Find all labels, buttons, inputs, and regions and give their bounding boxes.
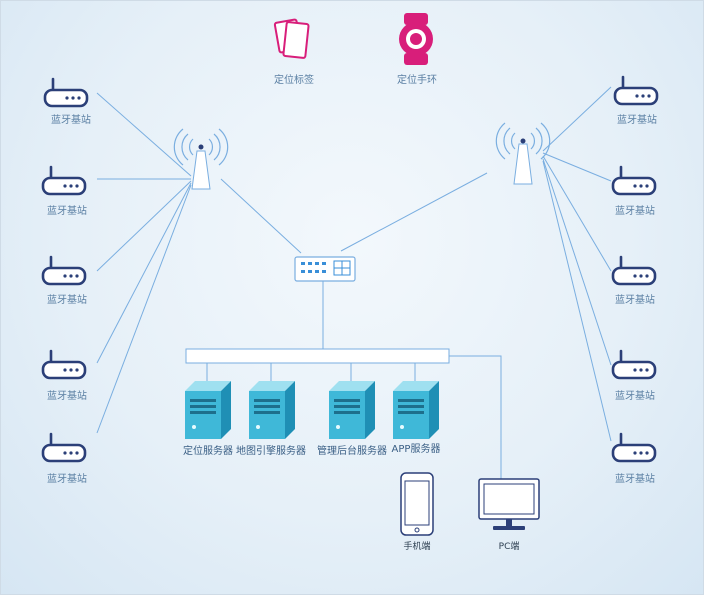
server-icon-map-engine bbox=[249, 381, 295, 439]
base-station-icon-left-4 bbox=[41, 349, 87, 380]
antenna-left-icon bbox=[173, 128, 229, 190]
link-left-1 bbox=[96, 92, 192, 177]
link-right-1 bbox=[542, 86, 612, 152]
base-station-label-left-1: 蓝牙基站 bbox=[51, 115, 91, 126]
base-station-label-left-3: 蓝牙基站 bbox=[47, 295, 87, 306]
pc-monitor-icon bbox=[478, 478, 540, 530]
base-station-label-right-3: 蓝牙基站 bbox=[615, 295, 655, 306]
base-station-icon-right-3 bbox=[611, 255, 657, 286]
link-right-3 bbox=[542, 155, 612, 272]
base-station-label-left-4: 蓝牙基站 bbox=[47, 391, 87, 402]
base-station-icon-right-1 bbox=[613, 75, 659, 106]
server-label-app: APP服务器 bbox=[391, 444, 441, 455]
base-station-icon-left-1 bbox=[43, 77, 89, 108]
watch-label: 定位手环 bbox=[397, 75, 437, 86]
base-station-label-left-2: 蓝牙基站 bbox=[47, 206, 87, 217]
base-station-label-left-5: 蓝牙基站 bbox=[47, 474, 87, 485]
link-antenna-switch-right bbox=[340, 172, 488, 252]
link-right-5 bbox=[542, 160, 612, 442]
base-station-icon-right-5 bbox=[611, 432, 657, 463]
link-left-4 bbox=[96, 182, 192, 364]
link-left-3 bbox=[96, 180, 192, 272]
base-station-icon-left-3 bbox=[41, 255, 87, 286]
link-left-5 bbox=[96, 184, 192, 434]
link-bus-pc bbox=[449, 355, 502, 479]
base-station-icon-right-2 bbox=[611, 165, 657, 196]
base-station-label-right-1: 蓝牙基站 bbox=[617, 115, 657, 126]
watch-icon bbox=[399, 13, 433, 65]
phone-label: 手机端 bbox=[403, 542, 431, 552]
server-label-admin: 管理后台服务器 bbox=[317, 446, 387, 457]
base-station-label-right-5: 蓝牙基站 bbox=[615, 474, 655, 485]
link-right-4 bbox=[542, 158, 612, 366]
base-station-icon-left-5 bbox=[41, 432, 87, 463]
tag-icon bbox=[273, 18, 310, 59]
phone-icon bbox=[400, 472, 434, 536]
server-icon-admin bbox=[329, 381, 375, 439]
link-right-2 bbox=[542, 152, 612, 182]
server-label-positioning: 定位服务器 bbox=[183, 446, 233, 457]
server-icon-app bbox=[393, 381, 439, 439]
switch-icon bbox=[294, 256, 356, 282]
antenna-right-icon bbox=[495, 122, 551, 185]
base-station-icon-right-4 bbox=[611, 349, 657, 380]
base-station-label-right-2: 蓝牙基站 bbox=[615, 206, 655, 217]
tag-label: 定位标签 bbox=[274, 75, 314, 86]
server-label-map-engine: 地图引擎服务器 bbox=[236, 446, 306, 457]
base-station-icon-left-2 bbox=[41, 165, 87, 196]
link-antenna-switch-left bbox=[220, 178, 302, 254]
server-icon-positioning bbox=[185, 381, 231, 439]
pc-label: PC端 bbox=[498, 542, 520, 552]
network-bus bbox=[185, 348, 450, 364]
base-station-label-right-4: 蓝牙基站 bbox=[615, 391, 655, 402]
